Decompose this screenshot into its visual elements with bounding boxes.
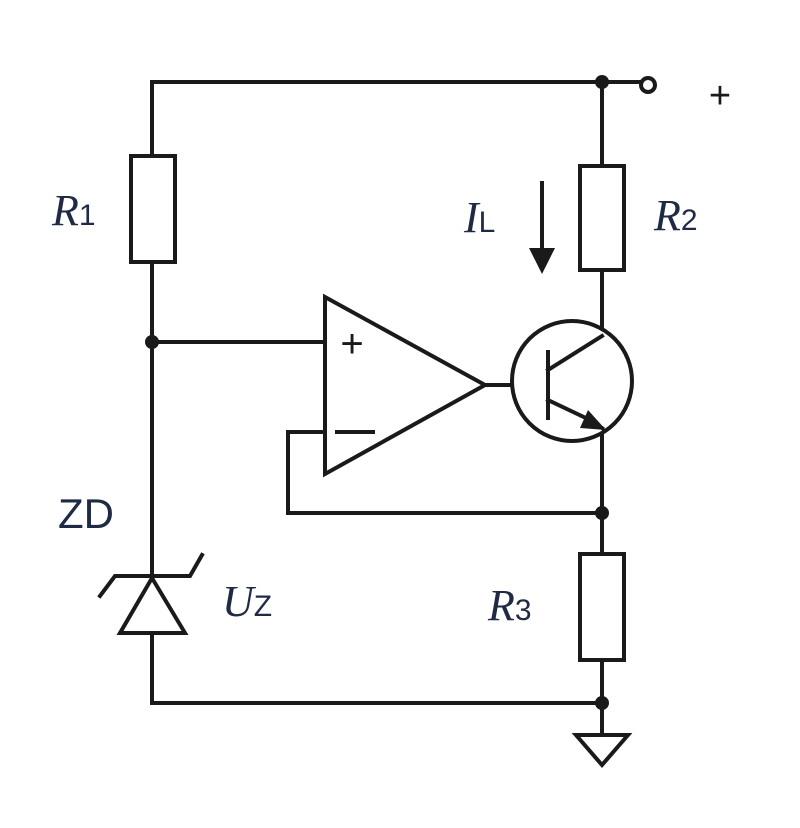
current-arrow-icon [529, 181, 555, 274]
transistor-emitter-arrow-icon [580, 410, 606, 430]
transistor-collector-lead-icon [545, 333, 605, 373]
wires [150, 80, 642, 737]
zener-diode-icon [97, 552, 205, 635]
label-r3: R3 [487, 581, 532, 630]
current-arrow-head-icon [529, 248, 555, 274]
junction-dot-reference [145, 335, 159, 349]
junction-dot-emitter [595, 506, 609, 520]
transistor-circle-icon [510, 319, 634, 443]
zener-cathode-bar-icon [97, 552, 205, 599]
opamp-plus-sign: + [340, 322, 363, 366]
positive-terminal-icon [639, 76, 657, 94]
resistor-r3-icon [578, 552, 626, 662]
resistor-r2-icon [578, 164, 626, 272]
positive-terminal-label: + [709, 75, 731, 117]
junction-dots [145, 75, 609, 710]
ground-triangle-icon [571, 733, 633, 769]
zener-bottom-wire [150, 631, 604, 705]
label-zener-voltage: UZ [222, 577, 272, 626]
feedback-wire [286, 430, 604, 515]
opamp-icon: + [323, 293, 490, 478]
label-zener-name: ZD [58, 490, 114, 537]
label-r1: R1 [51, 186, 96, 235]
label-r2: R2 [653, 191, 698, 240]
npn-transistor-icon [510, 319, 634, 443]
junction-dot-top-right [595, 75, 609, 89]
label-load-current: IL [463, 193, 495, 242]
opamp-triangle-icon [323, 293, 490, 478]
resistor-r1-icon [129, 154, 177, 264]
junction-dot-ground [595, 696, 609, 710]
zener-triangle-icon [116, 574, 189, 635]
